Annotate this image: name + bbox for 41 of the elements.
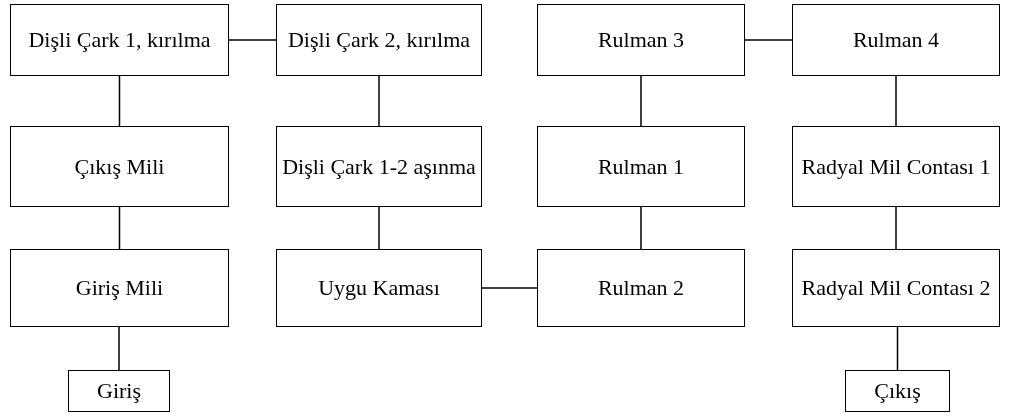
component-box	[276, 249, 482, 327]
connector-line	[118, 326, 120, 371]
connector-line	[118, 75, 121, 127]
component-label: Giriş	[96, 378, 142, 404]
component-box	[792, 249, 1000, 327]
component-label: Rulman 3	[596, 27, 686, 53]
connector-line	[895, 75, 897, 127]
component-box	[10, 249, 229, 327]
connector-line	[481, 287, 538, 289]
component-box	[10, 4, 229, 76]
component-label: Çıkış Mili	[73, 153, 166, 180]
component-label: Uygu Kaması	[317, 275, 441, 301]
component-box	[845, 370, 950, 412]
component-box	[792, 4, 1000, 76]
component-label: Radyal Mil Contası 1	[800, 153, 992, 180]
component-label: Çıkış	[873, 378, 922, 404]
connector-line	[896, 326, 899, 371]
component-box	[537, 4, 745, 76]
connector-line	[744, 39, 793, 41]
component-box	[276, 126, 482, 207]
component-label: Rulman 1	[596, 153, 686, 180]
component-box	[537, 249, 745, 327]
connector-line	[378, 206, 380, 250]
connector-line	[640, 75, 642, 127]
connector-line	[640, 206, 642, 250]
component-box	[68, 370, 170, 412]
component-box	[10, 126, 229, 207]
connector-line	[378, 75, 380, 127]
component-label: Radyal Mil Contası 2	[800, 275, 992, 301]
component-label: Giriş Mili	[74, 275, 165, 301]
component-label: Dişli Çark 1-2 aşınma	[281, 153, 477, 180]
component-label: Rulman 4	[851, 27, 941, 53]
connector-line	[895, 206, 897, 250]
component-label: Dişli Çark 2, kırılma	[286, 27, 472, 53]
component-label: Dişli Çark 1, kırılma	[27, 27, 212, 53]
connector-line	[228, 39, 277, 41]
component-box	[537, 126, 745, 207]
component-box	[276, 4, 482, 76]
connector-line	[118, 206, 121, 250]
component-box	[792, 126, 1000, 207]
component-label: Rulman 2	[596, 275, 686, 301]
